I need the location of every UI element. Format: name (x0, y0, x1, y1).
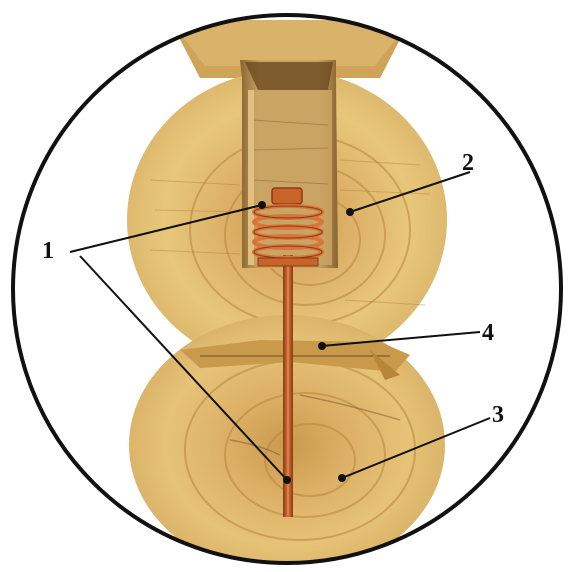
label-4: 4 (482, 320, 494, 346)
label-2: 2 (462, 150, 474, 176)
label-3: 3 (492, 402, 504, 428)
label-1: 1 (42, 238, 54, 264)
